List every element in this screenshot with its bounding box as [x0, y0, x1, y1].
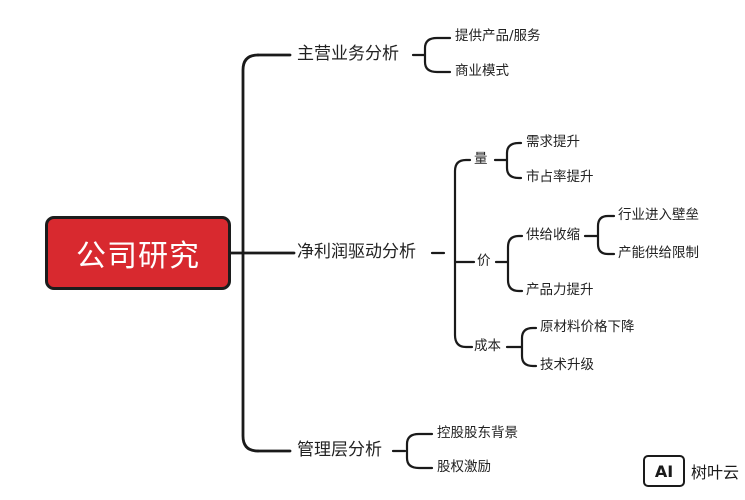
root-label: 公司研究: [76, 239, 200, 274]
node-supply-contraction: 供给收缩: [526, 227, 580, 243]
node-raw-material-price-drop: 原材料价格下降: [540, 319, 635, 335]
connector-net-profit-children: [430, 158, 476, 349]
node-capacity-limits: 产能供给限制: [618, 245, 699, 261]
node-products-services: 提供产品/服务: [455, 28, 541, 44]
connector-supply-children: [583, 214, 616, 256]
ai-logo-icon: AI: [643, 455, 685, 487]
node-tech-upgrade: 技术升级: [540, 357, 594, 373]
watermark: AI 树叶云: [643, 455, 739, 487]
connector-management-children: [391, 432, 434, 470]
node-business-model: 商业模式: [455, 63, 509, 79]
node-management: 管理层分析: [297, 440, 382, 460]
node-product-power: 产品力提升: [526, 282, 594, 298]
node-equity-incentive: 股权激励: [437, 459, 491, 475]
node-market-share-increase: 市占率提升: [526, 169, 594, 185]
node-controlling-shareholder: 控股股东背景: [437, 425, 518, 441]
node-net-profit: 净利润驱动分析: [297, 242, 416, 262]
connector-main-business-children: [411, 36, 452, 74]
connector-cost-children: [505, 326, 538, 368]
node-main-business: 主营业务分析: [297, 44, 399, 64]
node-volume: 量: [474, 151, 488, 167]
node-entry-barriers: 行业进入壁垒: [618, 207, 699, 223]
node-price: 价: [477, 253, 491, 269]
connector-volume-children: [493, 141, 523, 180]
node-demand-increase: 需求提升: [526, 134, 580, 150]
watermark-text: 树叶云: [691, 463, 740, 482]
node-cost: 成本: [474, 338, 501, 354]
connector-price-children: [494, 234, 524, 293]
root-node: 公司研究: [45, 216, 231, 290]
